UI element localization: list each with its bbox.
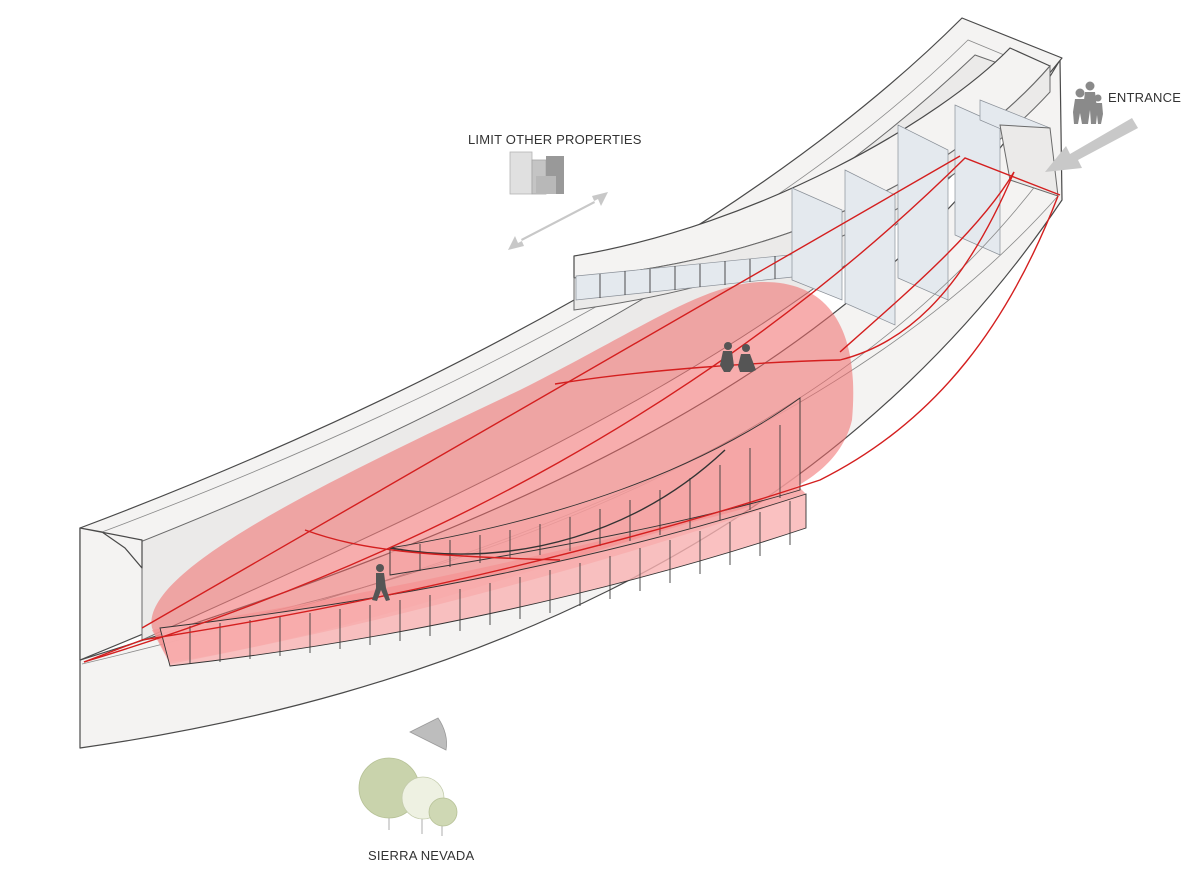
play-zone-volume: [151, 281, 854, 662]
partition-panels: [791, 99, 1051, 326]
limit-properties-label: LIMIT OTHER PROPERTIES: [468, 132, 642, 147]
sierra-nevada-annotation: SIERRA NEVADA: [358, 717, 475, 863]
entrance-arrow-icon: [1045, 118, 1138, 172]
courtyard-glass-back: [389, 397, 801, 576]
zone-outline-cross1: [304, 529, 561, 561]
courtyard-back-mullions: [419, 425, 781, 571]
play-zone: [83, 155, 1061, 667]
double-arrow-icon: [508, 192, 608, 250]
view-cone-icon: [409, 717, 447, 751]
buildings-icon: [509, 151, 564, 195]
zone-outline-cross2: [554, 171, 1015, 385]
entrance-label: ENTRANCE: [1108, 90, 1181, 105]
children-figures: [372, 342, 756, 601]
courtyard-curve-edge: [389, 449, 726, 555]
child-figure-icon: [372, 564, 390, 601]
zone-outline-diag: [141, 155, 961, 629]
zone-outline-front: [83, 195, 1059, 663]
trees-icon: [358, 757, 458, 836]
zone-outline-main: [83, 157, 1061, 663]
zone-outline-cross3: [839, 171, 1015, 353]
sierra-nevada-label: SIERRA NEVADA: [368, 848, 475, 863]
child-figure-icon: [720, 342, 734, 372]
limit-properties-annotation: LIMIT OTHER PROPERTIES: [468, 132, 642, 250]
entrance-annotation: ENTRANCE: [1045, 81, 1181, 172]
people-group-icon: [1073, 81, 1103, 124]
courtyard-glass-mullions: [189, 501, 791, 664]
left-end-cap: [79, 527, 143, 569]
child-figure-icon: [738, 344, 756, 372]
